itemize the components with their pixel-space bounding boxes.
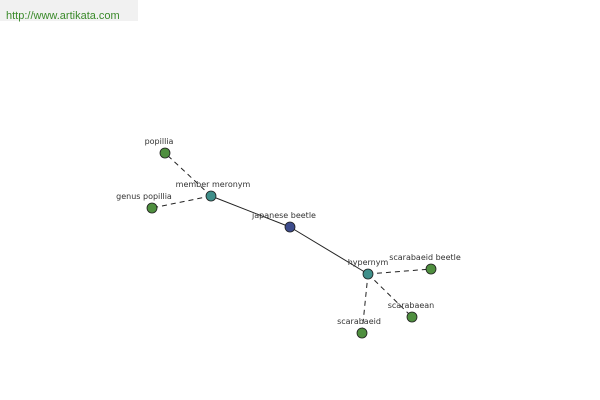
node-label-genus-popillia: genus popillia [116,192,172,201]
node-genus-popillia[interactable] [146,202,158,214]
edge-hypernym-to-scarabaeid-beetle [367,268,432,275]
edge-japanese-beetle-to-hypernym [289,226,369,275]
edge-member-meronym-to-genus-popillia [151,195,212,209]
node-popillia[interactable] [159,147,171,159]
nodes-layer [146,147,437,339]
edge-member-meronym-to-popillia [164,152,212,197]
node-hypernym[interactable] [362,268,374,280]
node-label-japanese-beetle: japanese beetle [251,211,316,220]
node-scarabaean[interactable] [406,311,418,323]
node-label-hypernym: hypernym [348,258,389,267]
node-label-popillia: popillia [145,137,174,146]
node-label-scarabaeid: scarabaeid [337,317,381,326]
node-scarabaeid[interactable] [356,327,368,339]
url-banner-link[interactable]: http://www.artikata.com [6,10,120,22]
node-label-scarabaean: scarabaean [388,301,435,310]
node-member-meronym[interactable] [205,190,217,202]
node-japanese-beetle[interactable] [284,221,296,233]
edge-japanese-beetle-to-member-meronym [210,195,291,228]
url-banner[interactable]: http://www.artikata.com [0,0,138,22]
node-label-member-meronym: member meronym [176,180,251,189]
edge-hypernym-to-scarabaeid [361,273,369,334]
labels-layer: japanese beetle member meronym hypernym pop… [116,137,461,326]
edge-hypernym-to-scarabaean [367,273,413,318]
node-label-scarabaeid-beetle: scarabaeid beetle [389,253,461,262]
node-scarabaeid-beetle[interactable] [425,263,437,275]
edges-layer [151,152,432,334]
